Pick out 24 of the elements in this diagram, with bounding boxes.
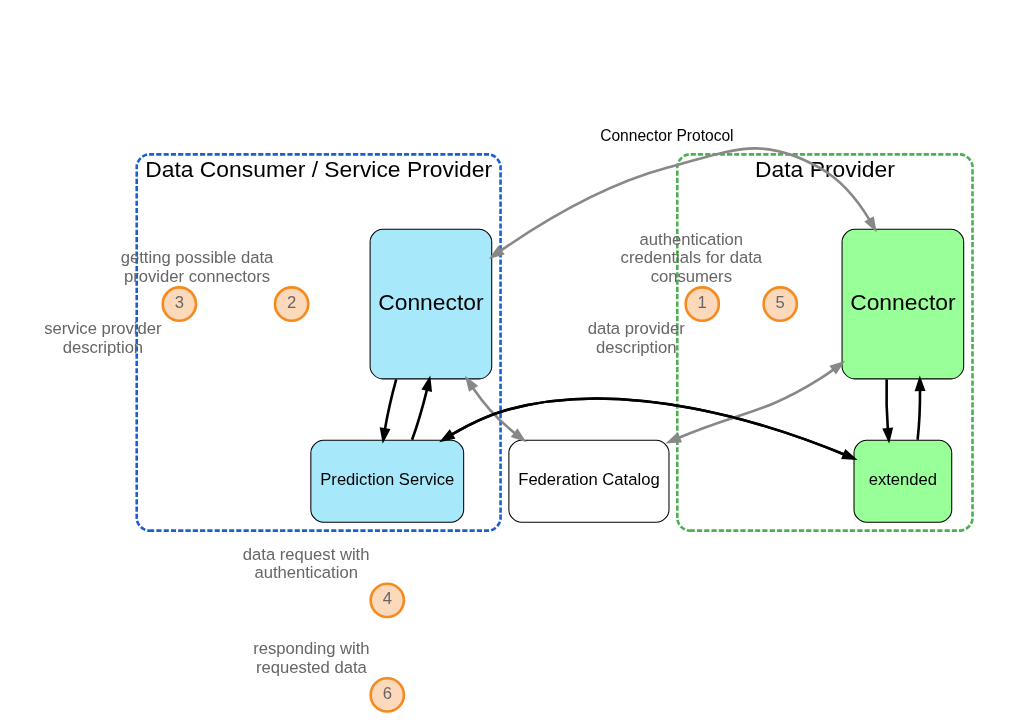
edge-label: Connector Protocol	[600, 126, 734, 144]
node-circle: 3	[161, 286, 198, 322]
node-label: authentication credentials for data consumers	[620, 229, 763, 287]
node-circle: 2	[273, 286, 310, 322]
node-box: Connector	[369, 228, 493, 380]
arrow	[882, 379, 894, 444]
node-label: data request with authentication	[242, 544, 370, 583]
node-circle: 1	[684, 286, 721, 322]
arrow	[914, 375, 926, 440]
node-label: getting possible data provider connectors	[120, 248, 274, 287]
node-box: Prediction Service	[310, 439, 465, 523]
node-label: service provider description	[44, 318, 162, 357]
node-label: responding with requested data	[253, 639, 370, 677]
node-box: Connector	[841, 228, 965, 380]
arrow	[665, 360, 846, 444]
node-box: Federation Catalog	[508, 439, 670, 523]
arrow	[410, 375, 433, 441]
node-circle: 4	[369, 582, 406, 619]
arrow	[465, 375, 527, 443]
node-circle: 5	[762, 286, 799, 322]
arrow	[379, 379, 398, 444]
arrow	[488, 147, 877, 259]
node-box: extended	[853, 439, 953, 523]
node-circle: 6	[369, 677, 406, 713]
